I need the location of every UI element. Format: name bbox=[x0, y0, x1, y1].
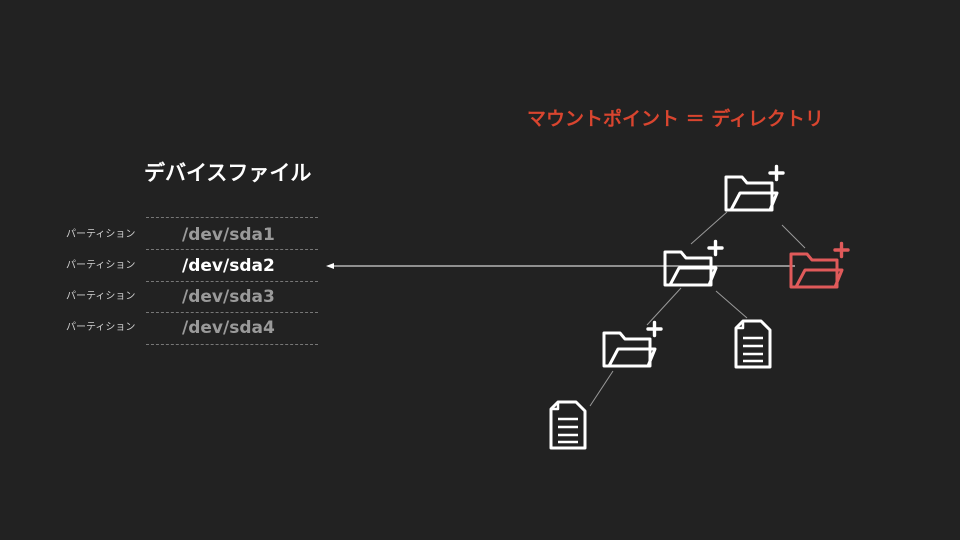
device-sda3: /dev/sda3 bbox=[182, 287, 275, 307]
folder-plus-icon bbox=[602, 320, 663, 368]
divider bbox=[146, 344, 318, 345]
divider bbox=[146, 217, 318, 218]
file-icon bbox=[549, 400, 587, 450]
device-files-title: デバイスファイル bbox=[144, 161, 312, 185]
divider bbox=[146, 249, 318, 250]
divider bbox=[146, 312, 318, 313]
device-sda4: /dev/sda4 bbox=[182, 318, 275, 338]
folder-plus-icon bbox=[663, 239, 724, 287]
mount-point-title: マウントポイント ＝ ディレクトリ bbox=[527, 108, 824, 130]
tree-edge bbox=[646, 287, 682, 326]
arrow-head-icon bbox=[326, 263, 334, 269]
tree-edge bbox=[589, 370, 614, 407]
divider bbox=[146, 281, 318, 282]
device-sda1: /dev/sda1 bbox=[182, 225, 275, 245]
file-icon bbox=[734, 319, 772, 369]
device-sda2: /dev/sda2 bbox=[182, 256, 275, 276]
partition-label: パーティション bbox=[66, 260, 136, 271]
partition-label: パーティション bbox=[66, 322, 136, 333]
mount-point-folder-icon bbox=[789, 241, 850, 289]
folder-plus-icon bbox=[724, 164, 785, 212]
tree-edge bbox=[781, 224, 806, 249]
tree-edge bbox=[715, 290, 748, 319]
partition-label: パーティション bbox=[66, 229, 136, 240]
tree-edge bbox=[690, 211, 728, 245]
partition-label: パーティション bbox=[66, 291, 136, 302]
